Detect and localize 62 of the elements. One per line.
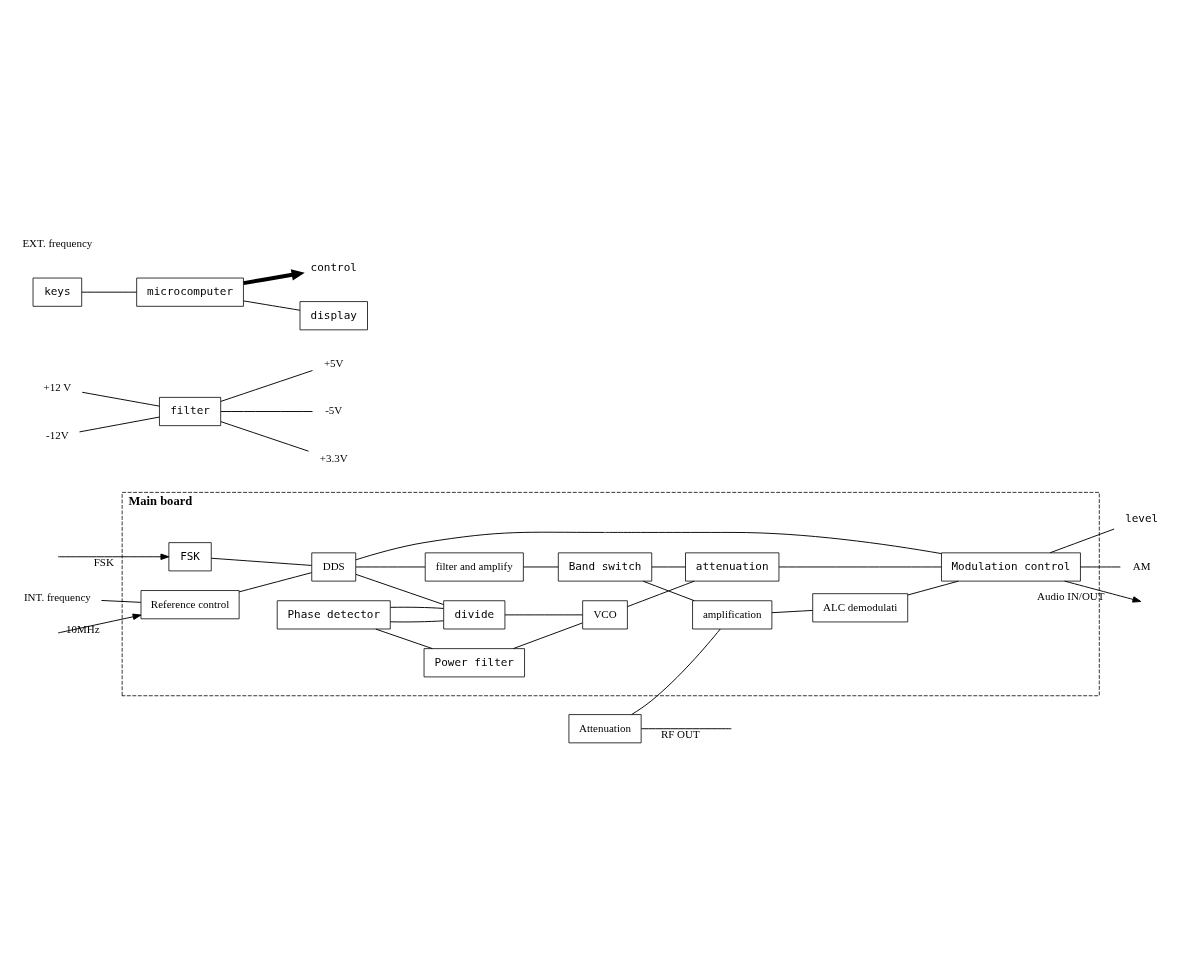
- connector: [390, 606, 444, 609]
- edge-label: RF OUT: [660, 727, 700, 740]
- node-text: +3.3V: [319, 452, 348, 465]
- node-text: control: [310, 260, 357, 274]
- connector: [513, 622, 583, 649]
- edge-label: FSK: [93, 555, 114, 568]
- connector: [504, 614, 583, 616]
- connector: [631, 628, 721, 715]
- node-box: ALC demodulati: [812, 593, 909, 623]
- node-box: attenuation: [685, 552, 780, 582]
- connector: [778, 566, 942, 568]
- connector: [375, 628, 433, 650]
- node-text: -5V: [325, 404, 343, 417]
- connector: [355, 573, 445, 605]
- connector: [238, 572, 313, 593]
- edge-label: Audio IN/OUT: [1037, 590, 1105, 603]
- node-text: AM: [1132, 559, 1151, 572]
- connector: [220, 370, 313, 402]
- connector: [79, 416, 160, 433]
- connector: [81, 291, 138, 293]
- connector: [390, 620, 444, 623]
- node-text: -12V: [46, 428, 69, 441]
- node-box: keys: [32, 277, 83, 307]
- node-box: amplification: [692, 600, 773, 630]
- connector: [220, 421, 309, 452]
- connector: [355, 531, 942, 561]
- node-box: Phase detector: [276, 600, 391, 630]
- connector: [626, 580, 695, 608]
- node-box: divide: [443, 600, 506, 630]
- node-box: microcomputer: [136, 277, 244, 307]
- node-box: Reference control: [140, 590, 240, 620]
- connector: [243, 300, 301, 311]
- connector: [771, 609, 814, 614]
- connector: [220, 411, 313, 412]
- node-box: VCO: [582, 600, 628, 630]
- connector: [642, 580, 695, 602]
- arrow: [57, 553, 170, 560]
- connector: [81, 391, 160, 407]
- node-box: filter and amplify: [424, 552, 524, 582]
- connector: [641, 728, 732, 730]
- node-box: DDS: [311, 552, 357, 582]
- arrow: [243, 269, 305, 286]
- node-box: Band switch: [557, 552, 653, 582]
- connector: [1080, 566, 1121, 568]
- node-text: +5V: [323, 356, 344, 369]
- node-box: Attenuation: [568, 714, 642, 744]
- connector: [1049, 528, 1115, 554]
- node-box: FSK: [168, 542, 212, 572]
- node-box: Power filter: [423, 648, 525, 678]
- label: EXT. frequency: [22, 237, 93, 250]
- node-text: level: [1125, 511, 1159, 525]
- node-box: display: [299, 301, 368, 331]
- node-box: filter: [159, 397, 222, 427]
- connector: [907, 580, 959, 596]
- arrow: [1064, 580, 1142, 603]
- connector: [651, 566, 686, 568]
- connector: [523, 566, 559, 568]
- connector: [211, 557, 313, 566]
- node-text: +12 V: [43, 380, 72, 393]
- connector: [101, 600, 142, 603]
- node-text: INT. frequency: [23, 591, 91, 604]
- node-box: Modulation control: [941, 552, 1081, 582]
